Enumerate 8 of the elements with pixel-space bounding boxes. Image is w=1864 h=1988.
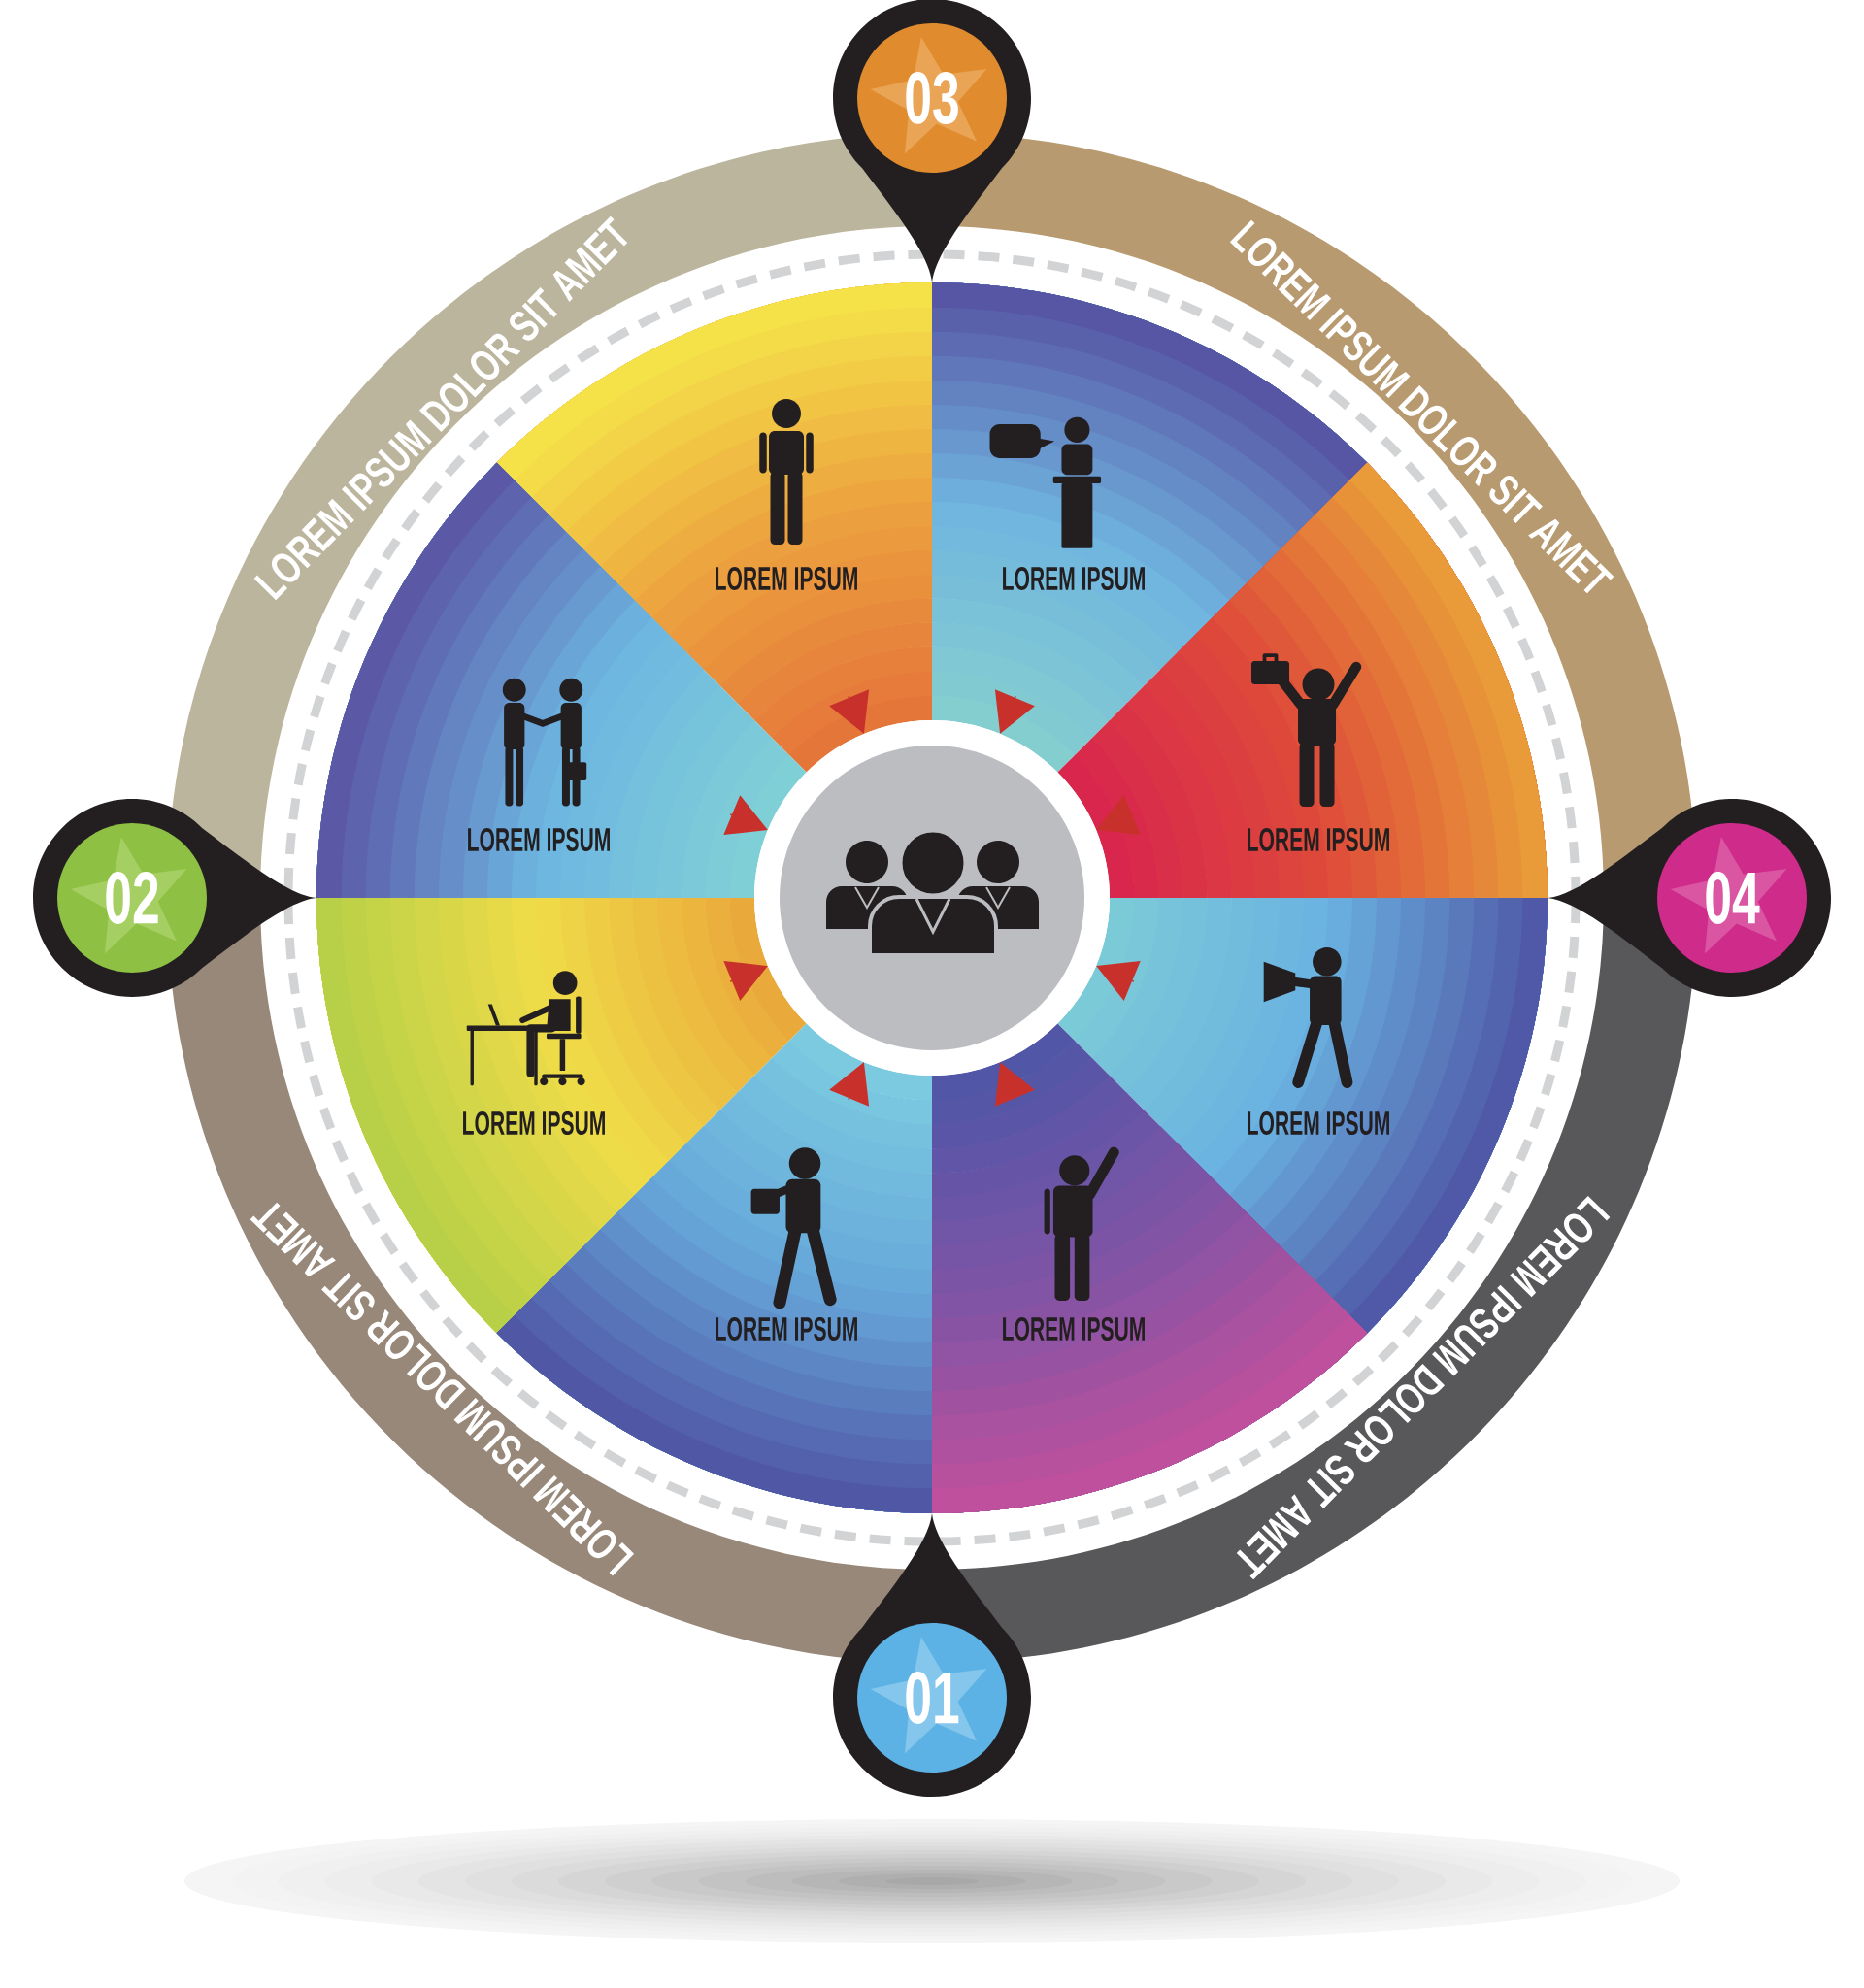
arrow [994,1062,1035,1107]
arrow [1096,795,1141,836]
arrow [723,960,768,1001]
map-pin: 01 [833,1513,1031,1798]
map-pin: 03 [833,0,1031,282]
map-pin: 02 [33,799,316,997]
arrow [829,689,870,734]
map-pin: 04 [1548,799,1831,997]
